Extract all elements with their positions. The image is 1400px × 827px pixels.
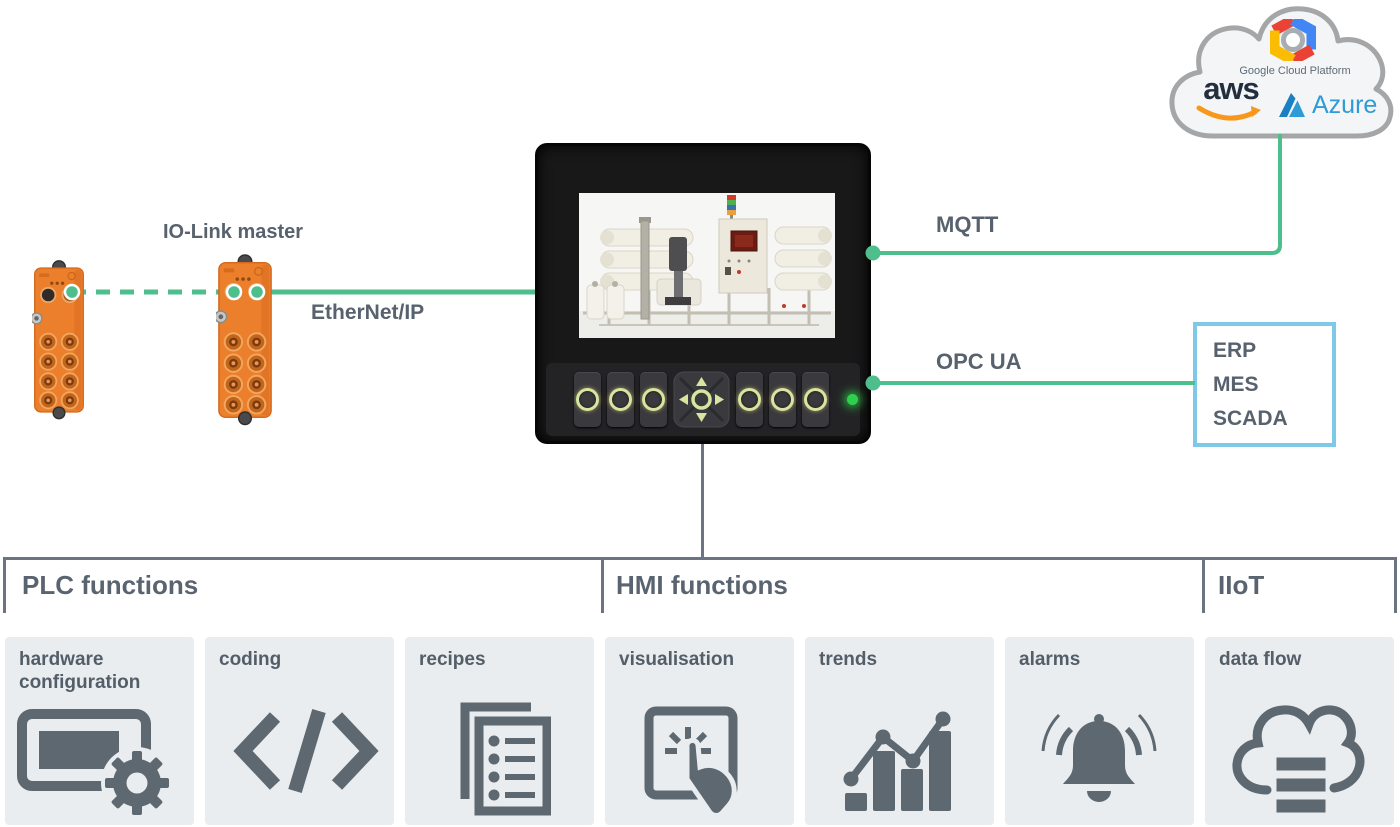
- tile-recipes: recipes: [405, 637, 594, 825]
- functions-top-rule: [3, 557, 1397, 560]
- azure-triangle-icon: [1279, 93, 1305, 117]
- code-brackets-icon: [233, 708, 379, 794]
- tile-alarms: alarms: [1005, 637, 1194, 825]
- recipe-list-icon: [460, 702, 551, 816]
- hmi-screen-image: [579, 193, 835, 338]
- hmi-function-key[interactable]: [607, 372, 634, 427]
- key-ring-icon: [771, 388, 794, 411]
- tile-coding: coding: [205, 637, 394, 825]
- mqtt-line: [873, 134, 1282, 255]
- tile-label: trends: [819, 649, 878, 670]
- tile-hardware-configuration: hardware configuration: [5, 637, 194, 825]
- section-divider: [1202, 557, 1205, 613]
- section-title-plc: PLC functions: [22, 570, 199, 600]
- cloud-database-icon: [1232, 705, 1365, 816]
- tile-label: alarms: [1019, 649, 1081, 670]
- mes-label: MES: [1213, 373, 1259, 396]
- section-divider: [3, 557, 6, 613]
- section-title-iiot: IIoT: [1218, 570, 1265, 600]
- cloud-shape: [1169, 6, 1394, 139]
- hmi-function-key[interactable]: [736, 372, 763, 427]
- hmi-function-key[interactable]: [802, 372, 829, 427]
- hmi-function-key[interactable]: [574, 372, 601, 427]
- enterprise-systems-box: ERP MES SCADA: [1193, 322, 1336, 447]
- key-ring-icon: [609, 388, 632, 411]
- key-ring-icon: [576, 388, 599, 411]
- key-ring-icon: [804, 388, 827, 411]
- hmi-nav-pad[interactable]: [673, 371, 730, 428]
- trend-chart-icon: [843, 711, 951, 811]
- io-link-master-device-2: [216, 254, 272, 426]
- mqtt-label: MQTT: [936, 212, 999, 237]
- aws-smile-icon: [1196, 105, 1261, 121]
- tile-label: hardware configuration: [19, 649, 141, 693]
- hmi-device: [535, 143, 871, 444]
- azure-label: Azure: [1312, 90, 1378, 119]
- panel-gear-icon: [17, 709, 173, 819]
- tile-label: recipes: [419, 649, 486, 670]
- section-title-hmi: HMI functions: [616, 570, 788, 600]
- tile-visualisation: visualisation: [605, 637, 794, 825]
- tile-data-flow: data flow: [1205, 637, 1394, 825]
- tile-label: data flow: [1219, 649, 1302, 670]
- google-cloud-platform-icon: [1270, 19, 1316, 61]
- section-divider: [601, 557, 604, 613]
- aws-logo: aws: [1195, 71, 1267, 124]
- tile-trends: trends: [805, 637, 994, 825]
- hmi-button-strip: [546, 363, 860, 436]
- scada-label: SCADA: [1213, 407, 1288, 430]
- opc-ua-label: OPC UA: [936, 349, 1022, 374]
- erp-label: ERP: [1213, 339, 1257, 362]
- alarm-bell-icon: [1041, 713, 1157, 802]
- io-link-master-device-1: [32, 260, 84, 420]
- cloud-platforms-group: Google Cloud Platform aws Azure: [1163, 2, 1400, 144]
- key-ring-icon: [642, 388, 665, 411]
- plant-photo-icon: [579, 193, 835, 338]
- tile-label: coding: [219, 649, 282, 670]
- touchscreen-icon: [644, 706, 738, 818]
- key-ring-icon: [738, 388, 761, 411]
- hmi-function-key[interactable]: [640, 372, 667, 427]
- hmi-function-key[interactable]: [769, 372, 796, 427]
- gcp-label: Google Cloud Platform: [1239, 65, 1351, 77]
- ethernet-ip-label: EtherNet/IP: [311, 301, 425, 324]
- aws-label: aws: [1203, 71, 1260, 106]
- section-divider: [1394, 557, 1397, 613]
- hmi-status-led: [847, 394, 858, 405]
- azure-logo: Azure: [1276, 90, 1377, 120]
- io-link-master-label: IO-Link master: [163, 221, 304, 243]
- tile-label: visualisation: [619, 649, 735, 670]
